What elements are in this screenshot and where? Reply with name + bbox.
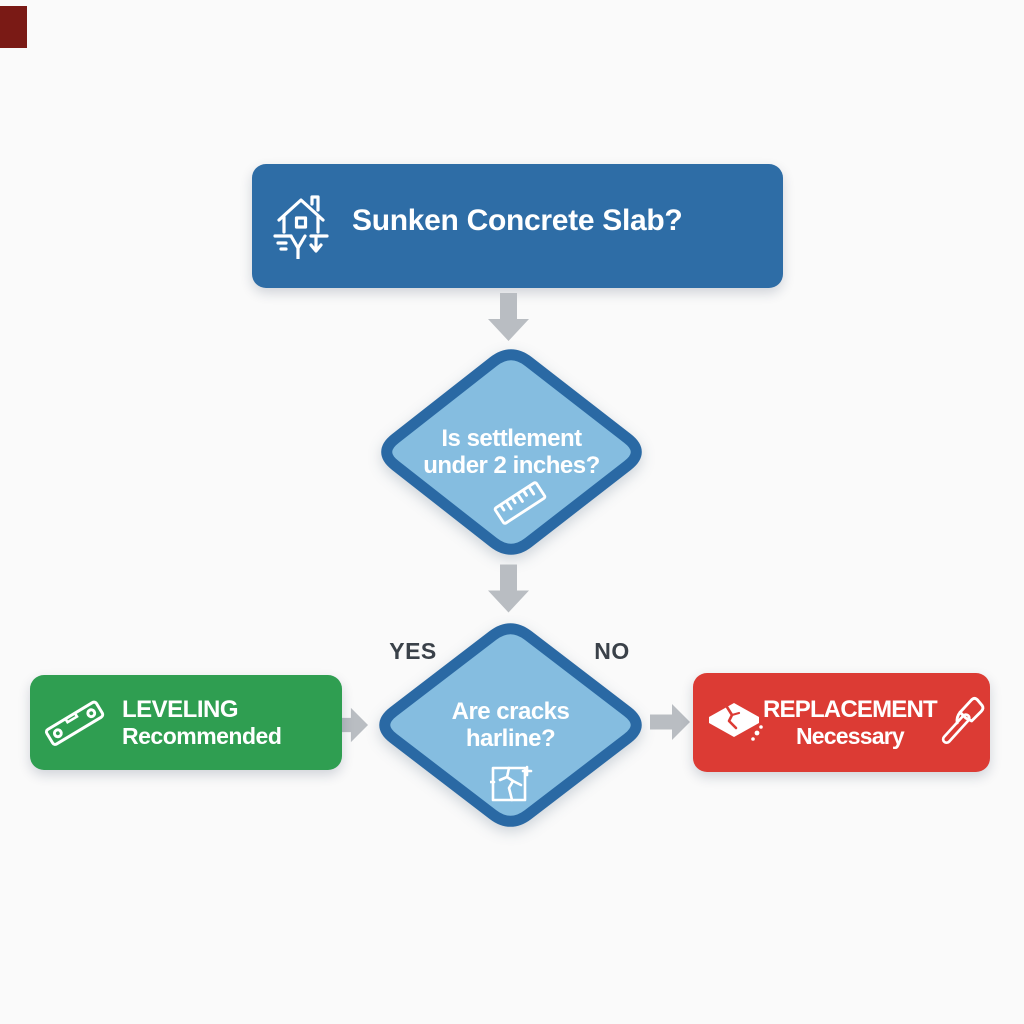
replacement-label: REPLACEMENT Necessary xyxy=(763,695,938,750)
decision-cracks-line2: harline? xyxy=(465,725,556,752)
replacement-line1: REPLACEMENT xyxy=(763,695,938,723)
decision-settlement-line1: Is settlement xyxy=(441,425,582,452)
leveling-line1: LEVELING xyxy=(122,695,239,723)
spirit-level-icon xyxy=(43,697,107,748)
leveling-line2: Recommended xyxy=(122,722,282,749)
outcome-replacement-node: REPLACEMENT Necessary xyxy=(693,673,990,772)
arrow-no-branch xyxy=(650,704,690,745)
decision-cracks-node: Are cracks harline? xyxy=(366,614,655,836)
decision-settlement-question: Is settlement under 2 inches? xyxy=(368,340,655,564)
arrow-yes-branch xyxy=(330,707,368,748)
corner-artifact xyxy=(0,6,27,48)
start-node-sunken-slab: Sunken Concrete Slab? xyxy=(252,164,783,288)
outcome-leveling-node: LEVELING Recommended xyxy=(30,675,342,770)
ruler-icon xyxy=(492,480,548,527)
leveling-label: LEVELING Recommended xyxy=(122,695,282,750)
hammer-icon xyxy=(937,692,987,753)
arrow-down-start-to-settlement xyxy=(488,293,529,346)
no-branch-label: NO xyxy=(594,638,630,664)
start-node-title: Sunken Concrete Slab? xyxy=(352,204,683,237)
yes-branch-label: YES xyxy=(389,638,437,664)
sinking-house-icon xyxy=(272,189,330,264)
arrow-down-settlement-to-cracks xyxy=(488,564,529,618)
decision-cracks-line1: Are cracks xyxy=(451,698,570,725)
decision-settlement-line2: under 2 inches? xyxy=(423,452,600,479)
broken-slab-icon xyxy=(705,697,763,748)
decision-cracks-question: Are cracks harline? xyxy=(366,614,655,836)
cracked-slab-icon xyxy=(488,760,534,804)
decision-settlement-node: Is settlement under 2 inches? xyxy=(368,340,655,564)
replacement-line2: Necessary xyxy=(795,722,905,749)
